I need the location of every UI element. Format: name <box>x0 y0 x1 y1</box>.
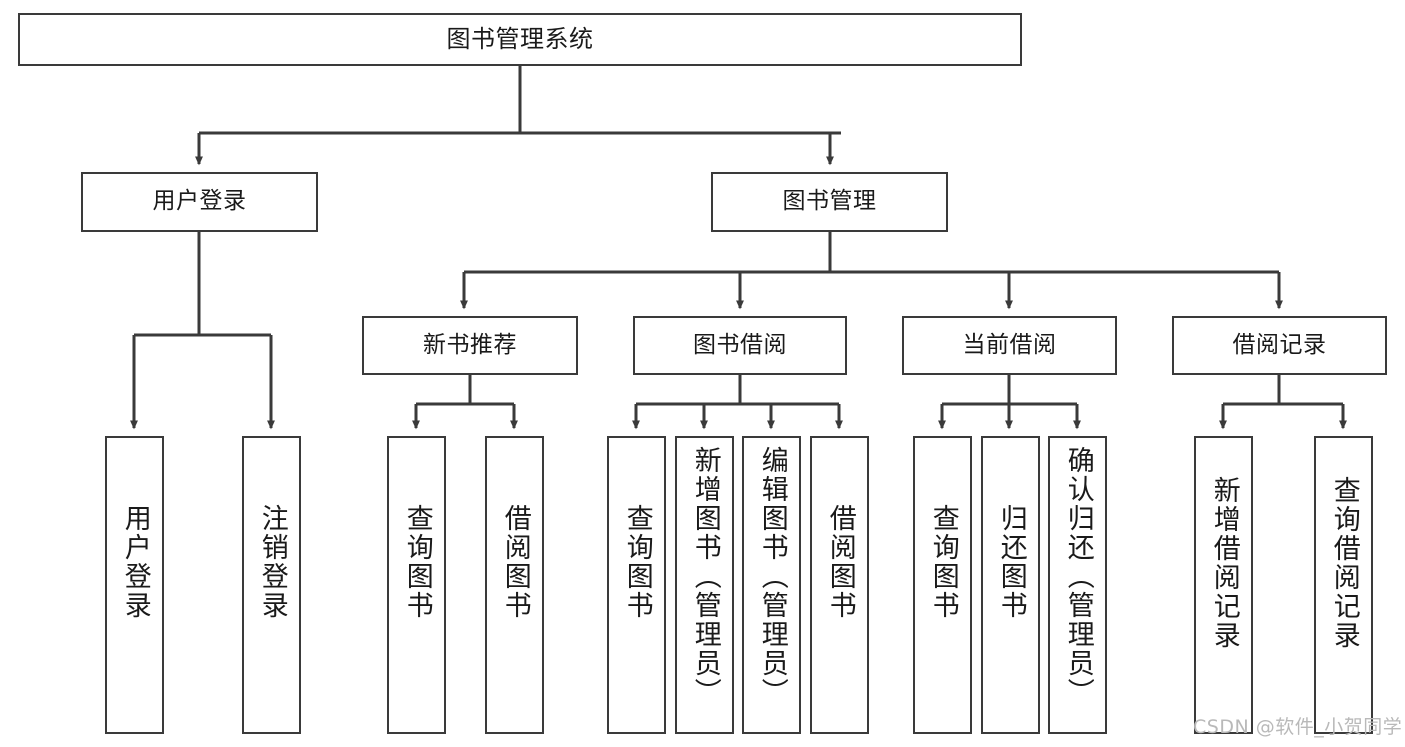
leaf-query-borrow-record-label: 查询借阅记录 <box>1328 476 1360 650</box>
leaf-logout[interactable]: 注销登录 <box>242 436 301 734</box>
leaf-add-book[interactable]: 新增图书（管理员） <box>675 436 734 734</box>
leaf-borrow-book-1-label: 借阅图书 <box>499 504 531 620</box>
leaf-user-login[interactable]: 用户登录 <box>105 436 164 734</box>
leaf-return-book-label: 归还图书 <box>995 504 1027 620</box>
node-current-borrow[interactable]: 当前借阅 <box>902 316 1117 375</box>
leaf-return-book[interactable]: 归还图书 <box>981 436 1040 734</box>
csdn-watermark: CSDN @软件_小贺同学 <box>1193 716 1403 738</box>
leaf-query-book-3-label: 查询图书 <box>927 504 959 620</box>
leaf-add-borrow-record[interactable]: 新增借阅记录 <box>1194 436 1253 734</box>
node-book-management[interactable]: 图书管理 <box>711 172 948 232</box>
node-book-borrow[interactable]: 图书借阅 <box>633 316 847 375</box>
leaf-confirm-return-label: 确认归还（管理员） <box>1062 446 1094 707</box>
node-current-borrow-label: 当前借阅 <box>962 331 1057 358</box>
leaf-query-book-2-label: 查询图书 <box>621 504 653 620</box>
leaf-query-book-2[interactable]: 查询图书 <box>607 436 666 734</box>
leaf-query-book-1-label: 查询图书 <box>401 504 433 620</box>
node-book-borrow-label: 图书借阅 <box>693 331 787 358</box>
leaf-edit-book-label: 编辑图书（管理员） <box>756 446 788 707</box>
leaf-borrow-book-1[interactable]: 借阅图书 <box>485 436 544 734</box>
node-new-book-recommend-label: 新书推荐 <box>423 331 517 358</box>
leaf-borrow-book-2[interactable]: 借阅图书 <box>810 436 869 734</box>
node-borrow-record[interactable]: 借阅记录 <box>1172 316 1387 375</box>
leaf-query-book-1[interactable]: 查询图书 <box>387 436 446 734</box>
node-new-book-recommend[interactable]: 新书推荐 <box>362 316 578 375</box>
leaf-add-borrow-record-label: 新增借阅记录 <box>1208 476 1240 650</box>
leaf-borrow-book-2-label: 借阅图书 <box>824 504 856 620</box>
node-root[interactable]: 图书管理系统 <box>18 13 1022 66</box>
leaf-logout-label: 注销登录 <box>256 504 288 620</box>
leaf-query-borrow-record[interactable]: 查询借阅记录 <box>1314 436 1373 734</box>
node-book-management-label: 图书管理 <box>782 188 877 215</box>
node-root-label: 图书管理系统 <box>446 25 594 54</box>
leaf-edit-book[interactable]: 编辑图书（管理员） <box>742 436 801 734</box>
node-borrow-record-label: 借阅记录 <box>1232 331 1327 358</box>
node-user-login[interactable]: 用户登录 <box>81 172 318 232</box>
node-user-login-label: 用户登录 <box>152 188 247 215</box>
leaf-confirm-return[interactable]: 确认归还（管理员） <box>1048 436 1107 734</box>
leaf-query-book-3[interactable]: 查询图书 <box>913 436 972 734</box>
leaf-user-login-label: 用户登录 <box>119 504 151 620</box>
leaf-add-book-label: 新增图书（管理员） <box>689 446 721 707</box>
